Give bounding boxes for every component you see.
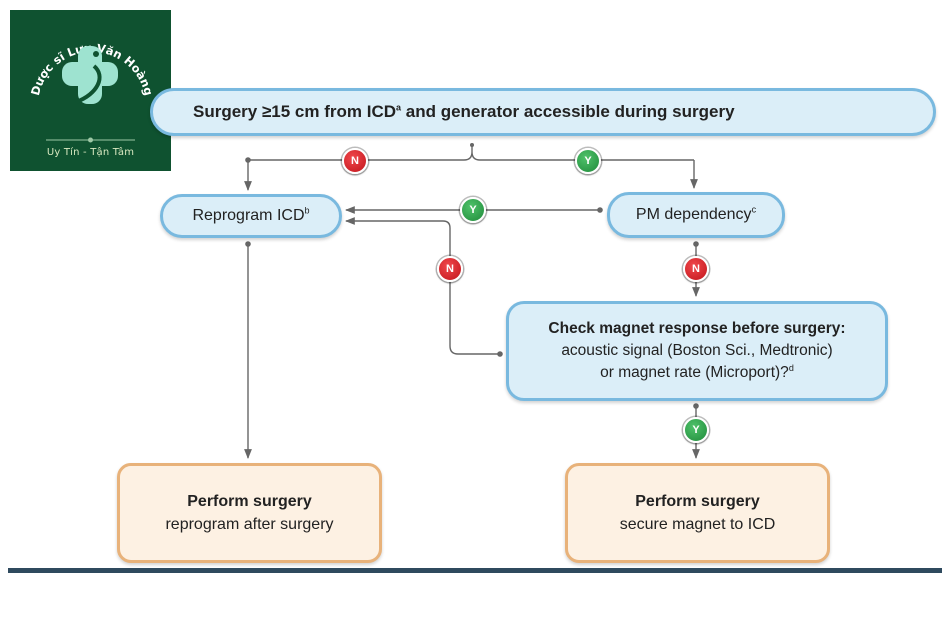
node-check-magnet-line-2: or magnet rate (Microport)? xyxy=(600,364,789,381)
bottom-divider xyxy=(8,568,942,573)
footnote-c: c xyxy=(751,204,757,215)
node-reprogram-icd-text: Reprogram ICD xyxy=(192,207,305,224)
badge-no-top: N xyxy=(342,148,368,174)
footnote-d: d xyxy=(788,362,794,373)
node-perform-surgery-left-sub: reprogram after surgery xyxy=(165,516,334,533)
node-perform-surgery-reprogram: Perform surgery reprogram after surgery xyxy=(117,463,382,563)
badge-yes-magnet: Y xyxy=(683,417,709,443)
node-check-magnet-line-1: acoustic signal (Boston Sci., Medtronic) xyxy=(561,342,833,359)
node-perform-surgery-right-heading: Perform surgery xyxy=(635,493,760,510)
node-perform-surgery-magnet: Perform surgery secure magnet to ICD xyxy=(565,463,830,563)
node-surgery-distance-text-2: and generator accessible during surgery xyxy=(401,102,735,121)
node-pm-dependency-text: PM dependency xyxy=(635,206,752,223)
footnote-a: a xyxy=(396,102,402,113)
logo: Dược sĩ Lưu Văn Hoàng Uy Tín - Tận Tâm xyxy=(10,10,171,171)
node-check-magnet-heading: Check magnet response before surgery: xyxy=(548,320,846,337)
badge-no-magnet-loop: N xyxy=(437,256,463,282)
badge-yes-top: Y xyxy=(575,148,601,174)
node-pm-dependency: PM dependencyc xyxy=(607,192,785,238)
footnote-b: b xyxy=(304,205,310,216)
badge-no-pm: N xyxy=(683,256,709,282)
node-reprogram-icd: Reprogram ICDb xyxy=(160,194,342,238)
node-perform-surgery-left-heading: Perform surgery xyxy=(187,493,312,510)
node-surgery-distance: Surgery ≥15 cm from ICDa and generator a… xyxy=(150,88,936,136)
node-perform-surgery-right-sub: secure magnet to ICD xyxy=(619,516,776,533)
cross-capsule-logo-icon: Dược sĩ Lưu Văn Hoàng xyxy=(28,41,156,143)
badge-yes-pm: Y xyxy=(460,197,486,223)
node-check-magnet-response: Check magnet response before surgery: ac… xyxy=(506,301,888,401)
logo-tagline: Uy Tín - Tận Tâm xyxy=(46,147,135,158)
node-surgery-distance-text: Surgery ≥15 cm from ICD xyxy=(193,102,397,121)
